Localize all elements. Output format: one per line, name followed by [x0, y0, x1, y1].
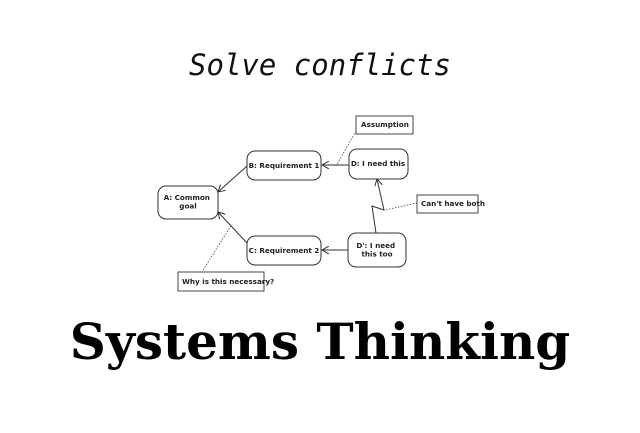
note-cant-have-both: Can't have both	[416, 194, 485, 214]
node-a-common-goal: A: Common goal	[157, 185, 219, 220]
svg-text:D': I need this too: D': I need this too	[356, 241, 397, 259]
svg-text:A: Common goal: A: Common goal	[164, 193, 213, 211]
node-dprime-label-line1: D': I need	[356, 241, 395, 250]
node-dprime-label-line2: this too	[361, 250, 392, 259]
node-b-requirement-1: B: Requirement 1	[246, 150, 322, 181]
note-cant-have-both-label: Can't have both	[421, 199, 485, 208]
node-a-label-line1: A: Common	[164, 193, 210, 202]
slide-heading: Systems Thinking	[69, 312, 571, 371]
node-c-label: C: Requirement 2	[249, 246, 320, 255]
conflict-lightning-arrow	[371, 179, 385, 234]
arrow-c-to-a	[218, 212, 248, 244]
note-assumption-label: Assumption	[361, 120, 409, 129]
note-assumption: Assumption	[355, 115, 414, 135]
note-connector-why	[202, 223, 233, 271]
node-dprime-i-need-this-too: D': I need this too	[347, 232, 407, 268]
node-c-requirement-2: C: Requirement 2	[246, 235, 322, 266]
note-connector-assumption	[335, 130, 357, 167]
arrow-b-to-a	[218, 165, 248, 192]
node-b-label: B: Requirement 1	[249, 161, 320, 170]
node-d-i-need-this: D: I need this	[348, 148, 409, 180]
note-why-necessary: Why is this necessary?	[177, 271, 274, 292]
slide-title: Solve conflicts	[189, 48, 451, 82]
node-a-label-line2: goal	[179, 202, 196, 211]
note-why-label: Why is this necessary?	[182, 277, 274, 286]
node-d-label: D: I need this	[351, 159, 405, 168]
note-connector-cant-have-both	[384, 202, 418, 211]
